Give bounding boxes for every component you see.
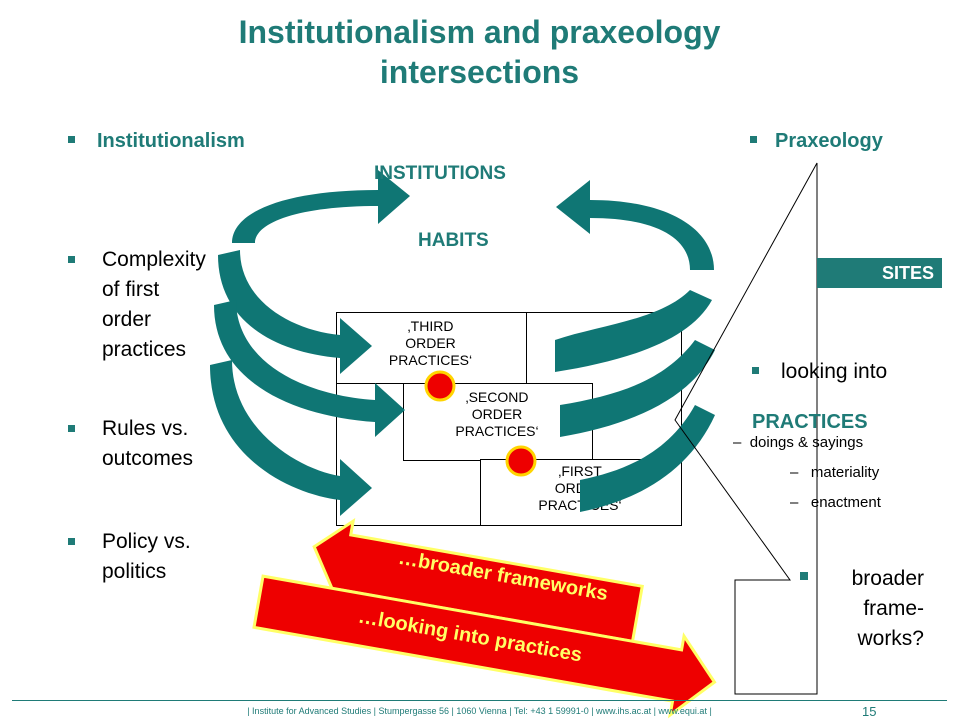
institutionalism-heading: Institutionalism [68,130,245,153]
title-line-2: intersections [379,54,580,90]
left-item-complexity: Complexity of first order practices [68,245,206,365]
praxeology-callout [674,162,818,695]
bullet-icon [750,136,757,144]
red-dot-2 [505,445,537,477]
sites-label: SITES [817,258,942,288]
page-number: 15 [862,704,877,719]
slide-title: Institutionalism and praxeology intersec… [0,12,959,92]
practices-label: PRACTICES [752,411,868,433]
bullet-icon [800,572,808,580]
footer-rule [12,700,947,701]
looking-into-item: looking into [752,360,887,384]
praxeology-heading: Praxeology [750,130,883,153]
left-arrow-1 [218,250,372,374]
right-arrow-1 [555,290,712,372]
habits-label: HABITS [418,230,489,251]
right-arrow-2 [560,340,715,437]
bullet-icon [68,136,75,144]
arc-arrow-top-right [556,180,714,270]
institutions-label: INSTITUTIONS [374,163,506,184]
broader-frameworks-item: broader frame- works? [851,567,924,650]
materiality-item: – materiality [790,464,880,481]
looking-into-practices-arrow [252,574,717,719]
left-item-rules: Rules vs. outcomes [68,414,193,474]
doings-sayings-item: – doings & sayings [733,434,864,451]
left-arrow-3 [210,360,372,516]
enactment-item: – enactment [790,494,881,511]
bullet-icon [752,366,759,374]
red-dot-1 [424,370,456,402]
bullet-icon [68,538,75,545]
title-line-1: Institutionalism and praxeology [238,14,721,50]
left-item-policy: Policy vs. politics [68,527,191,587]
bullet-icon [68,425,75,432]
footer-text: | Institute for Advanced Studies | Stump… [247,706,712,716]
right-arrow-3 [580,405,715,512]
left-arrow-2 [214,300,405,437]
bullet-icon [68,256,75,263]
arc-arrow-top-left [232,170,410,243]
